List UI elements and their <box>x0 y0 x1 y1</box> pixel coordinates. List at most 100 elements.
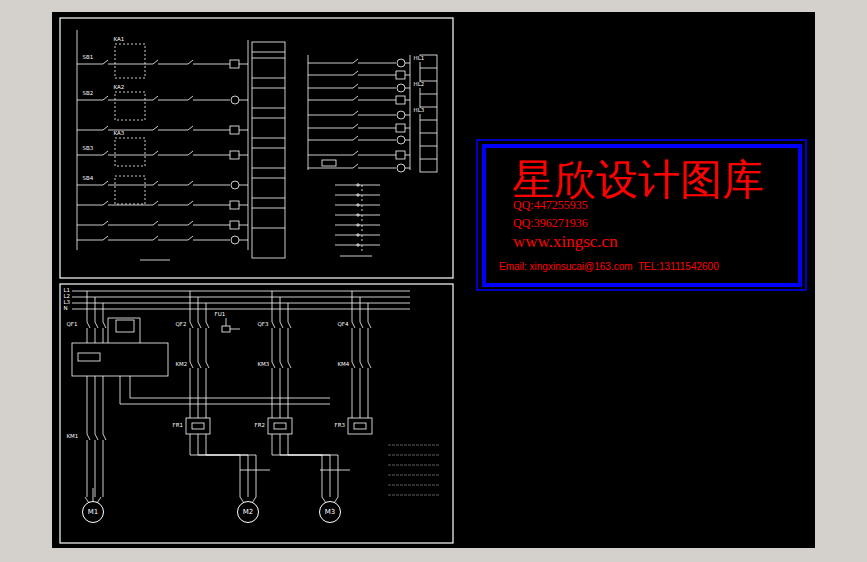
wire <box>103 126 108 130</box>
wire <box>97 497 101 503</box>
wiring <box>60 18 453 543</box>
wire <box>256 455 257 497</box>
wire <box>352 322 355 328</box>
wire <box>280 434 281 455</box>
wire <box>153 60 158 64</box>
wire <box>150 130 153 131</box>
part-label: FR3 <box>334 423 345 429</box>
note-line <box>388 465 440 466</box>
canvas <box>52 12 815 548</box>
wire <box>190 322 193 328</box>
wire <box>360 332 361 358</box>
wire <box>108 100 110 101</box>
watermark-url: www.xingsc.cn <box>513 232 618 252</box>
wire <box>72 309 410 310</box>
wire <box>188 60 193 64</box>
wire <box>280 328 281 332</box>
wire <box>362 245 363 251</box>
wire <box>95 328 96 332</box>
wire <box>185 240 188 241</box>
wire <box>103 318 104 322</box>
wire <box>353 84 358 88</box>
wire <box>358 63 360 64</box>
wire <box>77 205 100 206</box>
lamp-symbol <box>357 204 359 206</box>
wire <box>95 444 96 497</box>
wire <box>100 185 103 186</box>
wire <box>103 440 104 444</box>
wire <box>360 362 363 368</box>
wire <box>77 225 100 226</box>
wire <box>95 376 96 430</box>
frame <box>78 353 100 361</box>
frame <box>274 423 286 429</box>
wire <box>195 185 230 186</box>
wire <box>360 88 396 89</box>
wire <box>420 120 437 121</box>
part-label: KA2 <box>113 85 125 91</box>
part-label: QF3 <box>257 322 269 328</box>
wire <box>195 155 230 156</box>
wire <box>405 88 410 89</box>
wire <box>103 376 104 430</box>
part-label: FR2 <box>254 423 265 429</box>
motor-symbol: M3 <box>319 501 341 523</box>
wire <box>405 63 410 64</box>
watermark-box: 星欣设计图库QQ:447255935QQ:396271936www.xingsc… <box>486 148 798 283</box>
wire <box>335 245 380 246</box>
wire <box>252 52 285 53</box>
wire <box>103 322 106 328</box>
wire <box>280 318 281 322</box>
wire <box>288 322 291 328</box>
frame <box>322 160 336 166</box>
wire <box>360 63 396 64</box>
wire <box>358 155 360 156</box>
frame <box>420 55 437 172</box>
wire <box>252 198 285 199</box>
wire <box>252 108 285 109</box>
wire <box>353 164 358 168</box>
wire <box>308 140 350 141</box>
wire <box>272 328 273 332</box>
wire <box>110 64 150 65</box>
wire <box>103 236 108 240</box>
watermark-contact: Email: xingxinsucai@163.com TEL:13111542… <box>499 261 719 272</box>
wire <box>185 100 188 101</box>
wire <box>95 440 96 444</box>
note-line <box>388 475 440 476</box>
wire <box>153 126 158 130</box>
lamp-symbol <box>397 136 405 144</box>
wire <box>360 297 361 318</box>
wire <box>410 55 411 170</box>
wire <box>195 225 230 226</box>
wire <box>335 205 380 206</box>
wire <box>350 75 353 76</box>
wire <box>252 78 285 79</box>
wire <box>72 297 410 298</box>
wire <box>150 155 153 156</box>
wire <box>272 358 273 362</box>
wire <box>103 444 104 497</box>
wire <box>368 322 371 328</box>
wire <box>420 133 437 134</box>
wire <box>322 497 326 503</box>
wire <box>160 185 185 186</box>
wire <box>158 155 160 156</box>
wire <box>335 235 380 236</box>
lamp-symbol <box>357 194 359 196</box>
wire <box>190 358 191 362</box>
frame <box>348 418 372 434</box>
wire <box>358 75 360 76</box>
wire <box>368 368 369 372</box>
wire <box>100 64 103 65</box>
wire <box>198 332 199 358</box>
wire <box>240 455 241 497</box>
wire <box>190 328 191 332</box>
wire <box>87 322 90 328</box>
wire <box>405 100 410 101</box>
part-label: N <box>63 306 68 312</box>
wire <box>352 328 353 332</box>
wire <box>420 68 437 69</box>
